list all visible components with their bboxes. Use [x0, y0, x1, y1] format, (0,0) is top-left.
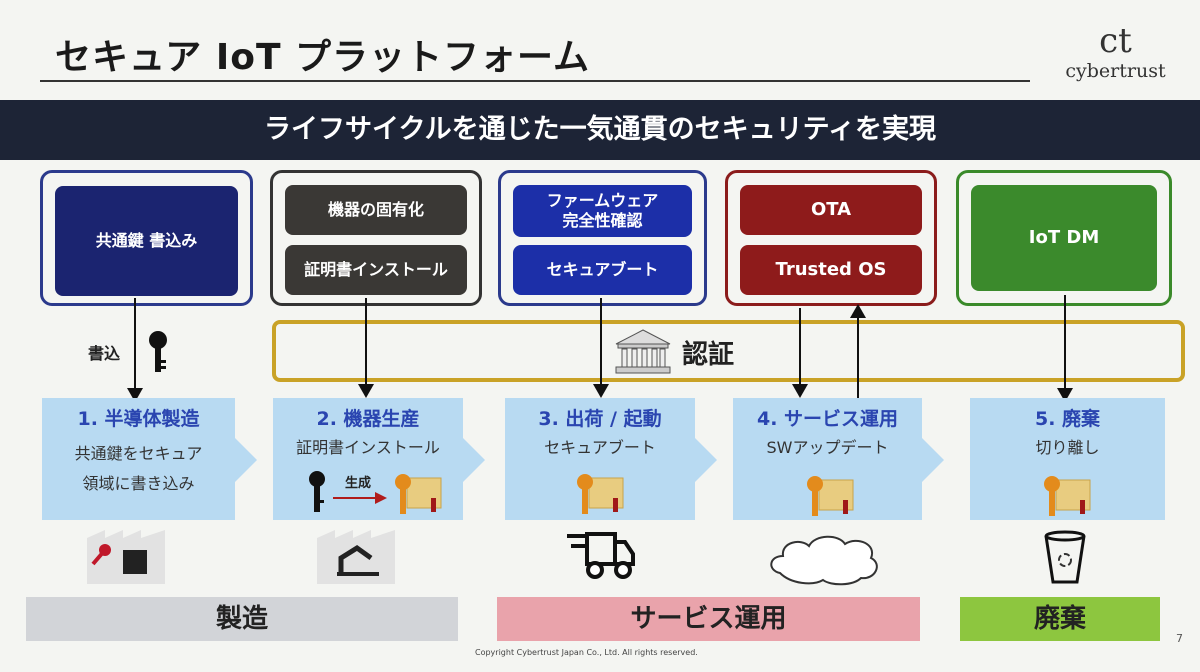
auth-label: 認証: [682, 340, 735, 370]
robot-factory-icon: [317, 530, 395, 584]
stage-4: 4. サービス運用 SWアップデート: [733, 398, 944, 520]
stage-5: 5. 廃棄 切り離し: [970, 398, 1165, 520]
stage-title: 5. 廃棄: [1034, 408, 1101, 430]
pill-iot-dm: IoT DM: [971, 185, 1157, 291]
stage-title: 4. サービス運用: [756, 408, 899, 430]
recycle-bin-icon: [1044, 530, 1086, 584]
write-label: 書込: [88, 344, 121, 363]
phase-service: サービス運用: [497, 597, 920, 641]
stage-chevron: [695, 438, 717, 482]
arrow-up: [850, 304, 866, 398]
arrow-down: [792, 308, 808, 398]
bank-icon: [615, 329, 671, 374]
logo-text: cybertrust: [1065, 60, 1166, 82]
cybertrust-logo: ct cybertrust: [1058, 22, 1173, 88]
box-common-key: 共通鍵 書込み: [40, 170, 253, 306]
pill-device-unique: 機器の固有化: [285, 185, 467, 235]
stage-2: 2. 機器生産 証明書インストール 生成: [273, 398, 485, 520]
key-certificate-icon: [1044, 476, 1091, 516]
box-firmware: ファームウェア 完全性確認 セキュアブート: [498, 170, 707, 306]
stage-title: 3. 出荷 / 起動: [538, 408, 662, 430]
stage-3: 3. 出荷 / 起動 セキュアブート: [505, 398, 717, 520]
chip-factory-icon: [87, 530, 165, 584]
box-ota: OTA Trusted OS: [725, 170, 937, 306]
cloud-icon: [770, 535, 878, 586]
box-iot-dm: IoT DM: [956, 170, 1172, 306]
pill-ota: OTA: [740, 185, 922, 235]
stage-desc: 切り離し: [1035, 438, 1100, 457]
stage-desc: 証明書インストール: [296, 438, 440, 457]
stage-title: 2. 機器生産: [316, 408, 420, 430]
pill-firmware-integrity: ファームウェア 完全性確認: [513, 185, 692, 237]
arrow-down: [1057, 295, 1073, 402]
arrow-down: [127, 298, 143, 402]
pill-trusted-os: Trusted OS: [740, 245, 922, 295]
stage-chevron: [463, 438, 485, 482]
delivery-truck-icon: [567, 532, 635, 579]
key-icon: [149, 331, 167, 372]
pill-cert-install: 証明書インストール: [285, 245, 467, 295]
key-certificate-icon: [807, 476, 854, 516]
stage-chevron: [235, 438, 257, 482]
arrow-down: [593, 298, 609, 398]
pill-common-key-write: 共通鍵 書込み: [55, 186, 238, 296]
red-arrow-icon: [333, 492, 387, 504]
copyright: Copyright Cybertrust Japan Co., Ltd. All…: [475, 648, 698, 657]
stage-desc: SWアップデート: [766, 438, 889, 457]
key-icon: [309, 471, 325, 512]
pill-secure-boot: セキュアブート: [513, 245, 692, 295]
banner: ライフサイクルを通じた一気通貫のセキュリティを実現: [0, 100, 1200, 160]
box-device: 機器の固有化 証明書インストール: [270, 170, 482, 306]
key-certificate-icon: [577, 474, 624, 514]
phase-manufacturing: 製造: [26, 597, 458, 641]
slide-title: セキュア IoT プラットフォーム: [55, 37, 590, 78]
stage-desc: セキュアブート: [544, 438, 656, 457]
stage-desc: 共通鍵をセキュア 領域に書き込み: [74, 444, 203, 493]
phase-disposal: 廃棄: [960, 597, 1160, 641]
authentication-band: [272, 320, 1185, 382]
stage-chevron: [922, 438, 944, 482]
arrow-down: [358, 298, 374, 398]
logo-mark: ct: [1099, 21, 1132, 61]
page-number: 7: [1176, 632, 1183, 645]
stage-title: 1. 半導体製造: [77, 408, 200, 430]
title-divider: [40, 80, 1030, 82]
stage-1: 1. 半導体製造 共通鍵をセキュア 領域に書き込み: [42, 398, 257, 520]
generate-label: 生成: [345, 476, 372, 491]
key-certificate-icon: [395, 474, 442, 514]
